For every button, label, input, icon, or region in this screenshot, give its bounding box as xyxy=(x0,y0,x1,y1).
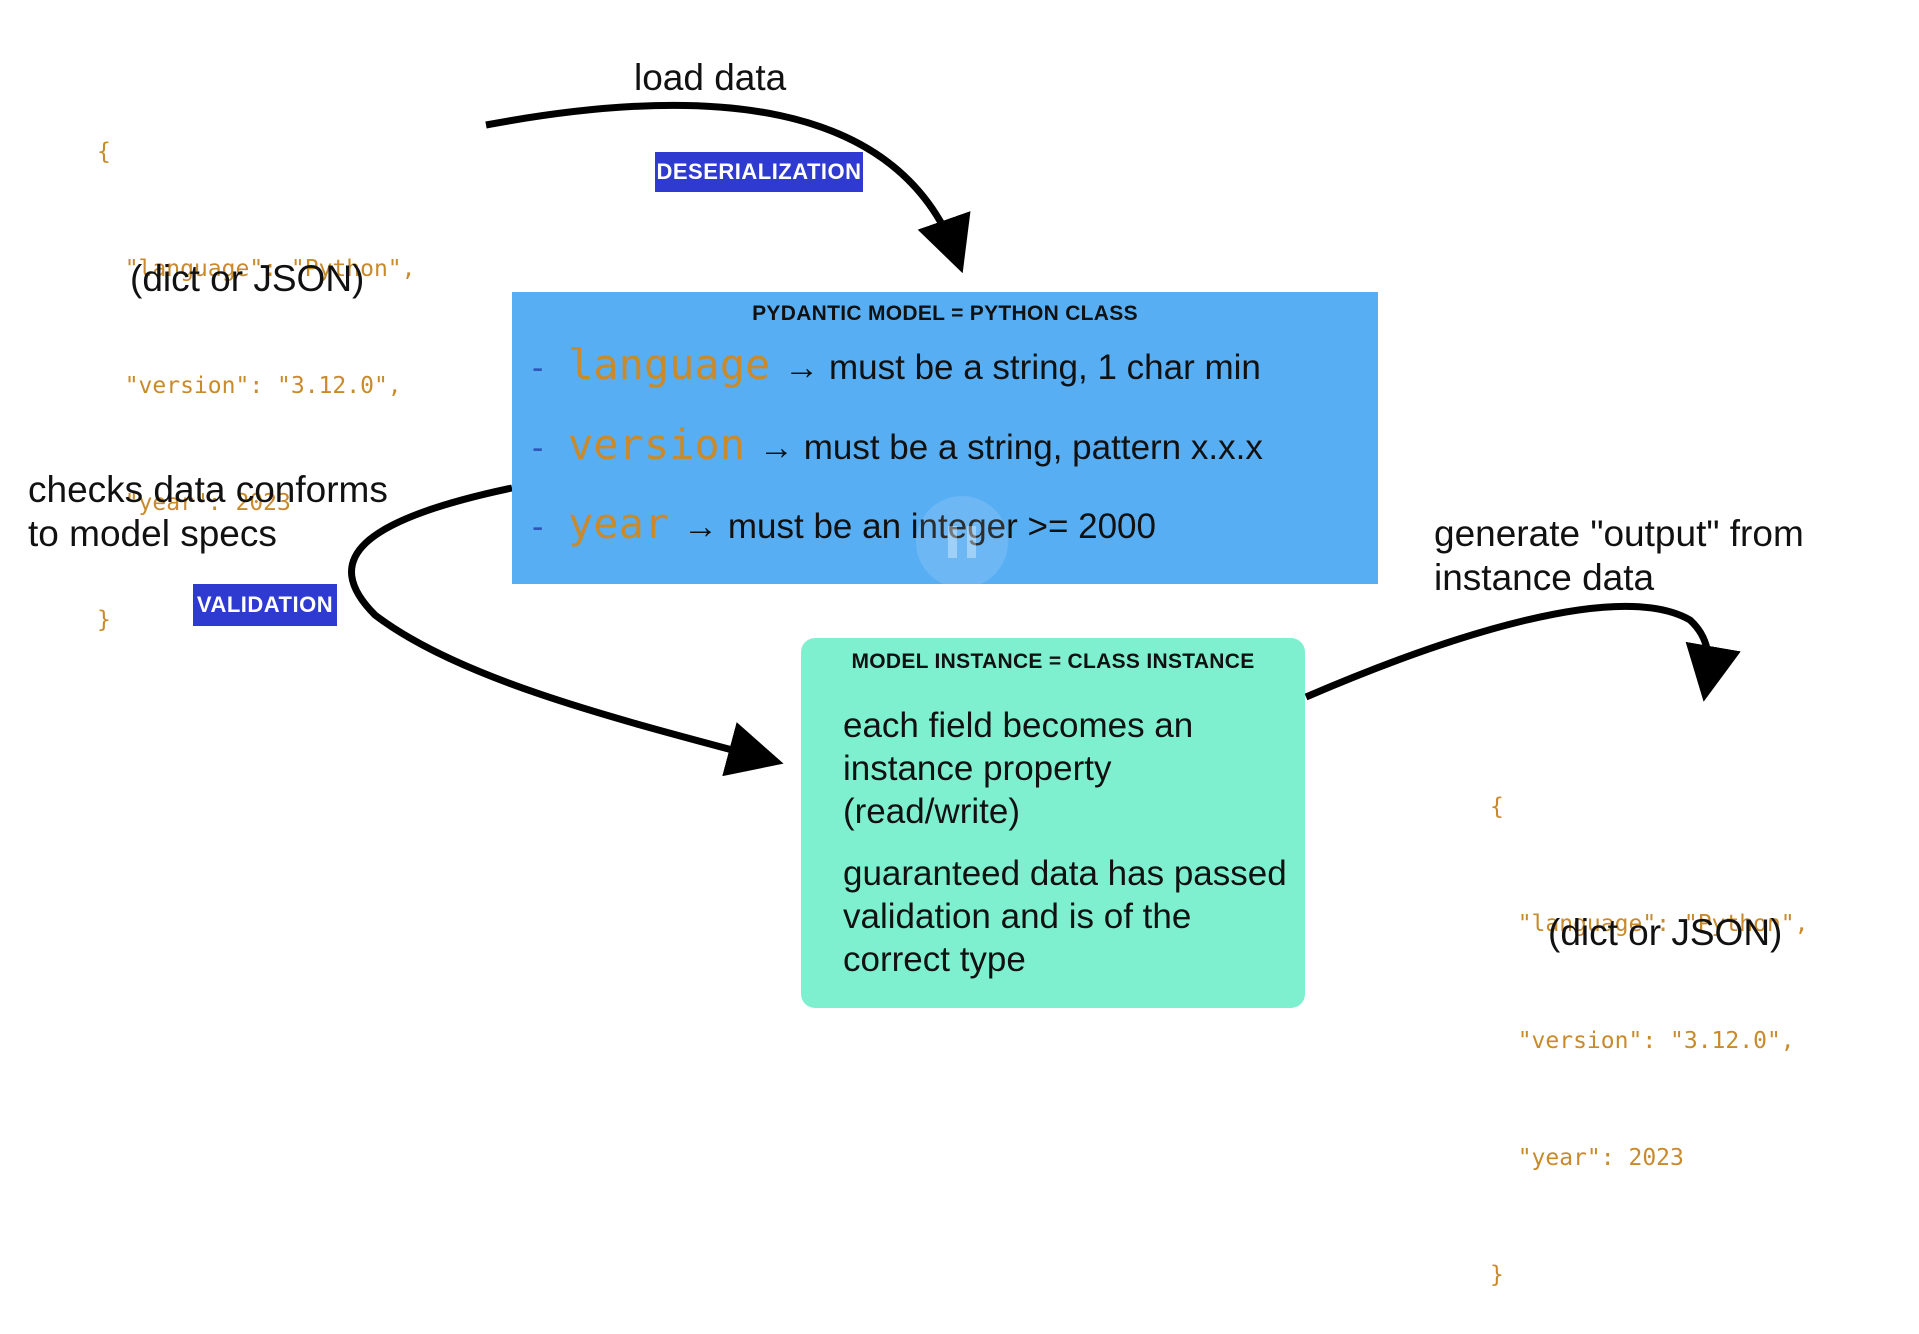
load-data-arrow xyxy=(485,101,971,274)
output-code-line: } xyxy=(1490,1262,1504,1288)
field-rule: → must be an integer >= 2000 xyxy=(683,507,1156,546)
input-code-line: "language": "Python", xyxy=(97,256,416,282)
pydantic-model-box: PYDANTIC MODEL = PYTHON CLASS - language… xyxy=(512,292,1378,588)
input-code-line: } xyxy=(97,607,111,633)
field-bullet: - xyxy=(532,429,544,467)
field-row-language: - language → must be a string, 1 char mi… xyxy=(532,340,1261,389)
field-rule: → must be a string, pattern x.x.x xyxy=(759,428,1263,467)
input-code-line: "year": 2023 xyxy=(97,490,291,516)
field-bullet: - xyxy=(532,508,544,546)
output-caption: (dict or JSON) xyxy=(1548,912,1783,953)
arrows-layer xyxy=(348,101,1741,777)
instance-paragraph-2: guaranteed data has passed validation an… xyxy=(843,854,1287,979)
output-code-line: "version": "3.12.0", xyxy=(1490,1028,1795,1054)
deserialization-badge: DESERIALIZATION xyxy=(655,152,863,192)
load-data-label: load data xyxy=(634,57,787,98)
field-bullet: - xyxy=(532,349,544,387)
model-box-title: PYDANTIC MODEL = PYTHON CLASS xyxy=(752,302,1138,325)
instance-paragraph-1: each field becomes an instance property … xyxy=(843,706,1194,831)
output-code-line: "language": "Python", xyxy=(1490,911,1809,937)
field-row-year: - year → must be an integer >= 2000 xyxy=(532,499,1156,548)
output-code-line: { xyxy=(1490,794,1504,820)
input-code-line: "version": "3.12.0", xyxy=(97,373,402,399)
validation-label-line: to model specs xyxy=(28,513,277,554)
field-row-version: - version → must be a string, pattern x.… xyxy=(532,420,1263,469)
output-json-code: { "language": "Python", "version": "3.12… xyxy=(1490,710,1809,1334)
output-code-line: "year": 2023 xyxy=(1490,1145,1684,1171)
output-label-line: instance data xyxy=(1434,557,1655,598)
field-rule: → must be a string, 1 char min xyxy=(784,348,1261,387)
validation-label: checks data conforms to model specs xyxy=(28,468,388,556)
field-name: language xyxy=(568,340,771,389)
input-caption: (dict or JSON) xyxy=(130,258,365,299)
validation-label-line: checks data conforms xyxy=(28,469,388,510)
output-label: generate "output" from instance data xyxy=(1434,512,1804,600)
input-json-code: { "language": "Python", "version": "3.12… xyxy=(97,55,416,679)
field-name: year xyxy=(568,499,670,548)
field-name: version xyxy=(568,420,746,469)
pause-overlay-icon[interactable] xyxy=(914,494,1010,590)
model-instance-box: MODEL INSTANCE = CLASS INSTANCE each fie… xyxy=(801,638,1305,1008)
validation-arrow xyxy=(348,484,784,777)
output-arrow xyxy=(1304,602,1741,702)
input-code-line: { xyxy=(97,139,111,165)
instance-box-title: MODEL INSTANCE = CLASS INSTANCE xyxy=(851,650,1255,673)
validation-badge: VALIDATION xyxy=(193,584,337,626)
output-label-line: generate "output" from xyxy=(1434,513,1804,554)
